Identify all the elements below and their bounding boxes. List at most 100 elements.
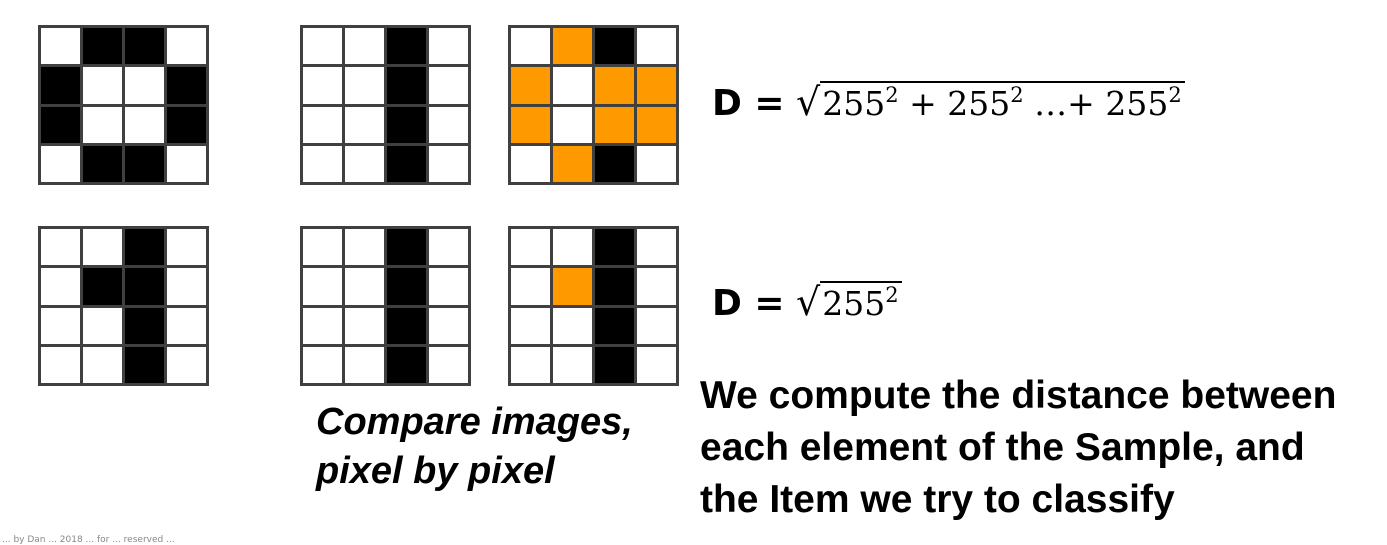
pixel-diff xyxy=(595,67,634,104)
pixel-white xyxy=(303,307,342,344)
plus-sign: + xyxy=(909,84,937,123)
pixel-black xyxy=(595,346,634,383)
term: 255 xyxy=(1105,84,1169,123)
pixel-white xyxy=(41,307,80,344)
pixel-white xyxy=(303,67,342,104)
pixel-white xyxy=(83,307,122,344)
pixel-diff xyxy=(637,106,676,143)
pixel-white xyxy=(345,28,384,65)
pixel-black xyxy=(125,307,164,344)
grid-row2-diff xyxy=(508,226,679,386)
pixel-white xyxy=(303,145,342,182)
pixel-white xyxy=(637,145,676,182)
pixel-white xyxy=(41,268,80,305)
term: 255 xyxy=(822,84,886,123)
pixel-white xyxy=(345,346,384,383)
pixel-black xyxy=(387,145,426,182)
pixel-white xyxy=(83,229,122,266)
pixel-white xyxy=(553,307,592,344)
ellipsis: … xyxy=(1034,84,1068,123)
pixel-white xyxy=(429,346,468,383)
pixel-white xyxy=(125,106,164,143)
pixel-black xyxy=(387,106,426,143)
pixel-black xyxy=(387,268,426,305)
exponent: 2 xyxy=(885,83,899,107)
pixel-white xyxy=(429,307,468,344)
pixel-black xyxy=(595,307,634,344)
pixel-black xyxy=(595,268,634,305)
pixel-diff xyxy=(511,106,550,143)
pixel-white xyxy=(553,346,592,383)
pixel-diff xyxy=(595,106,634,143)
explanation-text: We compute the distance between each ele… xyxy=(700,370,1336,526)
pixel-white xyxy=(345,268,384,305)
pixel-diff xyxy=(511,67,550,104)
pixel-white xyxy=(429,28,468,65)
radical-sign-icon: √ xyxy=(796,80,821,124)
pixel-black xyxy=(387,28,426,65)
pixel-white xyxy=(303,28,342,65)
pixel-white xyxy=(637,346,676,383)
pixel-white xyxy=(511,346,550,383)
pixel-black xyxy=(125,28,164,65)
pixel-black xyxy=(125,268,164,305)
pixel-white xyxy=(429,106,468,143)
pixel-white xyxy=(83,67,122,104)
pixel-white xyxy=(167,229,206,266)
pixel-white xyxy=(41,145,80,182)
pixel-white xyxy=(303,346,342,383)
caption-line: Compare images, xyxy=(316,401,633,443)
compare-caption: Compare images, pixel by pixel xyxy=(316,398,633,496)
exponent: 2 xyxy=(1168,83,1182,107)
formula-lhs: D = xyxy=(712,283,785,324)
pixel-white xyxy=(345,145,384,182)
pixel-white xyxy=(303,106,342,143)
pixel-diff xyxy=(553,268,592,305)
pixel-white xyxy=(429,229,468,266)
pixel-black xyxy=(167,106,206,143)
pixel-black xyxy=(387,346,426,383)
pixel-white xyxy=(345,106,384,143)
explanation-line: We compute the distance between xyxy=(700,374,1337,417)
pixel-white xyxy=(125,67,164,104)
pixel-white xyxy=(167,145,206,182)
term: 255 xyxy=(947,84,1011,123)
grid-row1-diff xyxy=(508,25,679,185)
pixel-black xyxy=(387,229,426,266)
grid-row2-item xyxy=(300,226,471,386)
pixel-white xyxy=(41,346,80,383)
plus-sign: + xyxy=(1067,84,1095,123)
radicand: 2552 xyxy=(820,281,902,325)
explanation-line: the Item we try to classify xyxy=(700,478,1175,521)
pixel-white xyxy=(83,346,122,383)
distance-formula-single: D = √2552 xyxy=(712,280,902,325)
pixel-white xyxy=(303,268,342,305)
pixel-white xyxy=(511,307,550,344)
pixel-white xyxy=(553,106,592,143)
formula-lhs: D = xyxy=(712,83,785,124)
pixel-diff xyxy=(553,28,592,65)
copyright-footer: ... by Dan ... 2018 ... for ... reserved… xyxy=(2,535,175,545)
grid-row2-sample xyxy=(38,226,209,386)
pixel-white xyxy=(345,67,384,104)
pixel-white xyxy=(637,28,676,65)
pixel-white xyxy=(167,346,206,383)
pixel-white xyxy=(637,229,676,266)
pixel-white xyxy=(637,268,676,305)
pixel-white xyxy=(511,145,550,182)
radicand: 2552 + 2552 …+ 2552 xyxy=(820,81,1185,125)
pixel-white xyxy=(41,28,80,65)
pixel-white xyxy=(553,67,592,104)
pixel-black xyxy=(83,28,122,65)
pixel-white xyxy=(511,268,550,305)
pixel-white xyxy=(345,229,384,266)
pixel-black xyxy=(125,145,164,182)
pixel-white xyxy=(167,28,206,65)
grid-row1-item xyxy=(300,25,471,185)
radical-sign-icon: √ xyxy=(796,280,821,324)
pixel-black xyxy=(595,28,634,65)
pixel-black xyxy=(595,145,634,182)
distance-formula-full: D = √2552 + 2552 …+ 2552 xyxy=(712,80,1185,125)
pixel-black xyxy=(387,67,426,104)
pixel-black xyxy=(83,268,122,305)
